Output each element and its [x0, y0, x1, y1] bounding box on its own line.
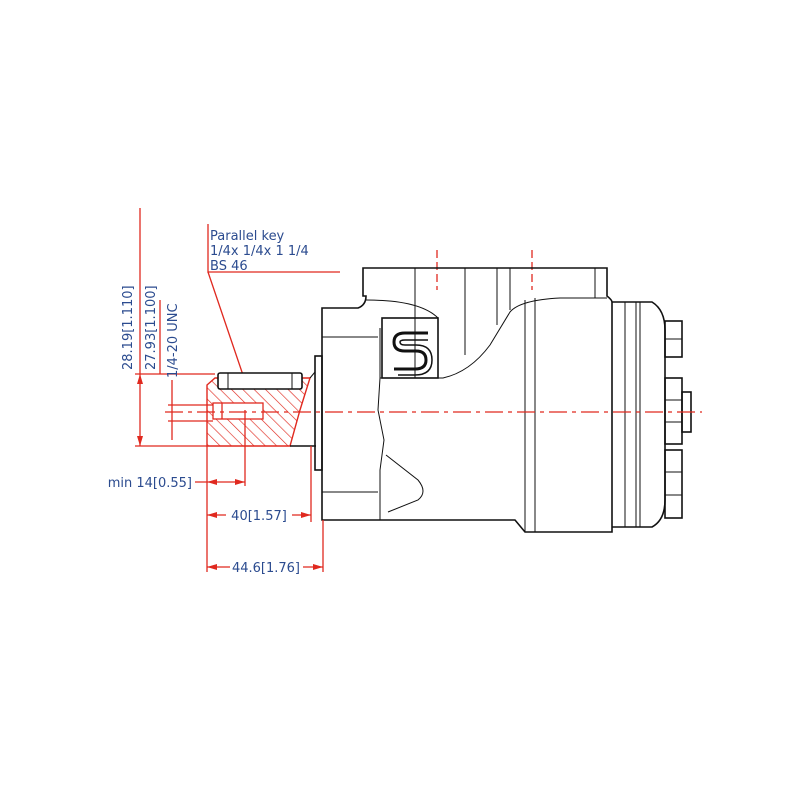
- length-dimensions: [195, 410, 324, 572]
- key-note-line3: BS 46: [210, 259, 248, 274]
- shaft-section: [206, 377, 316, 447]
- key-note-leader: [207, 224, 340, 379]
- end-cap: [612, 301, 666, 528]
- motor-body: [321, 267, 613, 533]
- thread-label: 1/4-20 UNC: [166, 303, 181, 378]
- mounting-flange: [314, 355, 323, 471]
- parallel-key: [217, 372, 303, 390]
- shaft-dia-2-label: 27.93[1.100]: [144, 285, 159, 370]
- overall-length-label: 44.6[1.76]: [232, 561, 300, 576]
- shaft-length-label: 40[1.57]: [231, 509, 287, 524]
- key-note-line2: 1/4x 1/4x 1 1/4: [210, 244, 309, 259]
- shaft-dia-1-label: 28.19[1.110]: [121, 285, 136, 370]
- thread-depth-label: min 14[0.55]: [108, 476, 192, 491]
- diameter-dimensions: [135, 208, 215, 447]
- key-note-line1: Parallel key: [210, 229, 285, 244]
- brand-logo: [381, 317, 439, 379]
- thread-hole: [212, 402, 264, 420]
- end-bolts: [664, 320, 692, 519]
